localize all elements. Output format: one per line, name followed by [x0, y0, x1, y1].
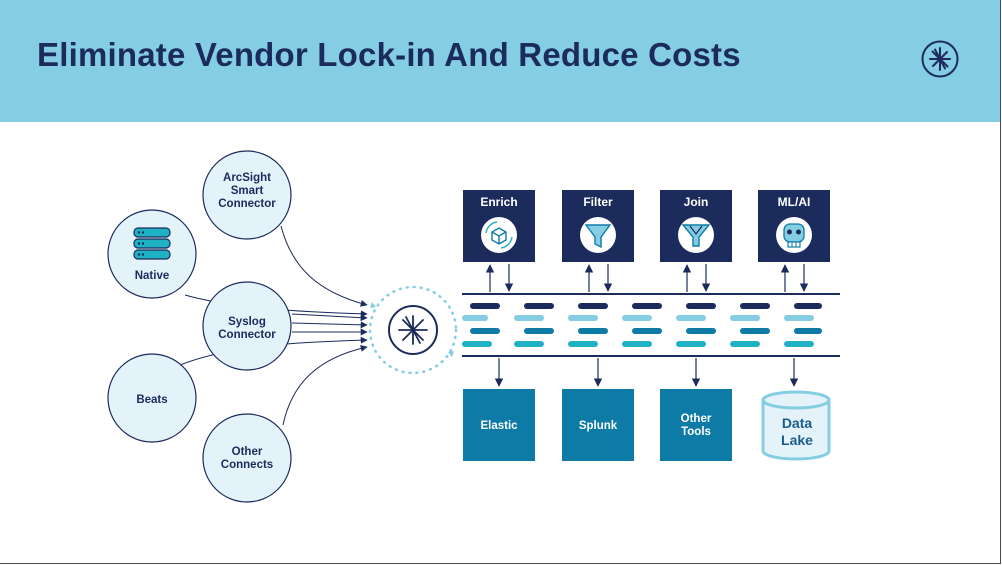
- destination-splunk: Splunk: [562, 389, 634, 461]
- destination-label: Other: [681, 413, 712, 425]
- connector-line: [280, 225, 368, 307]
- source-other-connects: Other Connects: [202, 413, 292, 503]
- starburst-logo-icon: [398, 315, 428, 345]
- hub-dotted-ring: [368, 285, 458, 375]
- source-label: Connector: [218, 329, 276, 341]
- stream-bars: [462, 303, 822, 347]
- processor-ml-ai: ML/AI: [758, 190, 830, 262]
- source-native: Native: [107, 209, 197, 299]
- source-label: ArcSight: [223, 172, 271, 184]
- brand-logo-icon: [921, 40, 959, 78]
- merge-funnel-icon: [681, 224, 711, 247]
- processor-join: Join: [660, 190, 732, 262]
- source-label: Connects: [221, 459, 273, 471]
- source-syslog: Syslog Connector: [202, 281, 292, 371]
- processor-label: Join: [684, 195, 709, 209]
- destination-other-tools: Other Tools: [660, 389, 732, 461]
- source-label: Other: [232, 446, 263, 458]
- database-cylinder-icon: [761, 390, 831, 461]
- destination-arrows: [494, 358, 799, 387]
- destination-label: Elastic: [480, 420, 518, 432]
- processor-label: Filter: [583, 195, 613, 209]
- source-label: Syslog: [228, 316, 266, 328]
- destination-elastic: Elastic: [463, 389, 535, 461]
- destination-label: Splunk: [579, 420, 618, 432]
- source-label: Beats: [136, 394, 167, 406]
- connector-line: [291, 313, 368, 322]
- robot-head-icon: [783, 223, 805, 248]
- connector-line: [282, 344, 368, 426]
- destination-label: Tools: [681, 426, 711, 438]
- cube-cycle-icon: [485, 221, 513, 249]
- source-label: Native: [135, 270, 170, 282]
- destination-label: Data: [782, 415, 813, 431]
- processor-label: Enrich: [480, 195, 517, 209]
- source-label: Connector: [218, 198, 276, 210]
- funnel-icon: [584, 224, 612, 249]
- header-banner: Eliminate Vendor Lock-in And Reduce Cost…: [0, 0, 1000, 122]
- server-icon: [133, 227, 171, 260]
- source-beats: Beats: [107, 353, 197, 443]
- processor-enrich: Enrich: [463, 190, 535, 262]
- destination-label: Lake: [781, 432, 813, 448]
- source-label: Smart: [231, 185, 264, 197]
- page-title: Eliminate Vendor Lock-in And Reduce Cost…: [37, 36, 741, 73]
- hub-node: [368, 285, 458, 375]
- processor-label: ML/AI: [778, 195, 811, 209]
- destination-data-lake: Data Lake: [761, 390, 831, 461]
- processor-filter: Filter: [562, 190, 634, 262]
- source-arcsight: ArcSight Smart Connector: [202, 150, 292, 240]
- connector-line: [291, 321, 368, 329]
- processor-bus-arrows: [485, 264, 809, 292]
